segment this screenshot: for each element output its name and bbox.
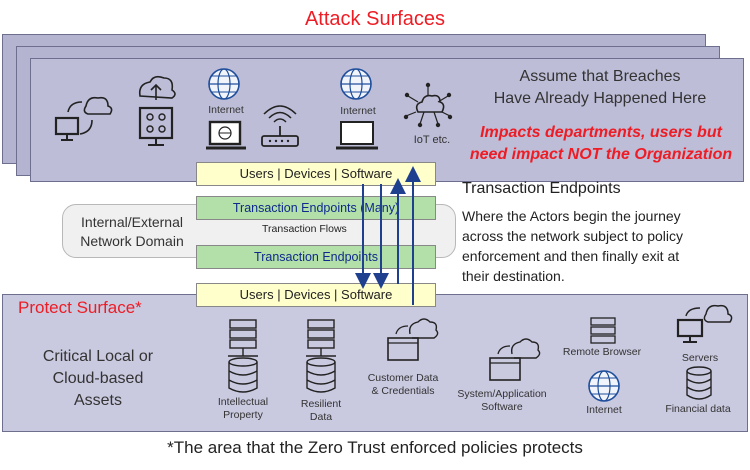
globe-icon bbox=[208, 68, 240, 100]
servers-label: Servers bbox=[681, 352, 719, 364]
resilient-line-1: Resilient bbox=[300, 398, 342, 410]
transaction-endpoints-bottom: Transaction Endpoints bbox=[196, 245, 436, 269]
server-database-icon bbox=[228, 319, 258, 393]
iot-label: IoT etc. bbox=[413, 134, 451, 146]
domain-line-1: Internal/External bbox=[81, 214, 183, 230]
ip-line-1: Intellectual bbox=[217, 396, 269, 408]
internet-label-1: Internet bbox=[208, 104, 244, 116]
laptop-globe-icon bbox=[206, 120, 246, 150]
transaction-endpoints-many: Transaction Endpoints (Many) bbox=[196, 196, 436, 220]
laptop-icon bbox=[336, 121, 378, 150]
internet-label-3: Internet bbox=[586, 404, 622, 416]
assume-line-2: Have Already Happened Here bbox=[493, 90, 707, 107]
server-database-icon-2 bbox=[306, 319, 336, 393]
impacts-line-2: need impact NOT the Organization bbox=[469, 146, 733, 163]
system-software-label: System/Application Software bbox=[448, 388, 556, 414]
te-desc-line-3: enforcement and then finally exit at bbox=[462, 248, 680, 264]
remote-browser-label: Remote Browser bbox=[562, 346, 642, 358]
wireless-router-icon bbox=[261, 105, 299, 147]
ip-line-2: Property bbox=[223, 409, 263, 421]
cloud-upload-screen-icon bbox=[138, 75, 176, 146]
te-desc-line-1: Where the Actors begin the journey bbox=[462, 208, 681, 224]
cloud-sync-monitor-icon bbox=[54, 96, 113, 141]
customer-line-2: & Credentials bbox=[371, 385, 435, 397]
transaction-flows-label: Transaction Flows bbox=[262, 223, 347, 235]
impacts-line-1: Impacts departments, users but bbox=[480, 124, 722, 141]
impacts-text: Impacts departments, users but need impa… bbox=[462, 122, 740, 166]
footnote: *The area that the Zero Trust enforced p… bbox=[167, 438, 583, 457]
critical-line-3: Assets bbox=[73, 392, 122, 409]
cloud-sync-window-icon bbox=[387, 318, 439, 361]
transaction-endpoints-description: Where the Actors begin the journey acros… bbox=[462, 206, 747, 286]
network-domain-label: Internal/External Network Domain bbox=[64, 213, 200, 251]
customer-line-1: Customer Data bbox=[367, 372, 439, 384]
transaction-endpoints-heading: Transaction Endpoints bbox=[462, 180, 621, 197]
resilient-line-2: Data bbox=[309, 411, 333, 423]
cloud-sync-monitor-icon-2 bbox=[676, 304, 733, 343]
critical-assets-text: Critical Local or Cloud-based Assets bbox=[20, 346, 176, 412]
iot-cloud-network-icon bbox=[403, 82, 453, 128]
users-devices-software-bottom: Users | Devices | Software bbox=[196, 283, 436, 307]
system-line-1: System/Application bbox=[457, 388, 547, 400]
intellectual-property-label: Intellectual Property bbox=[210, 396, 276, 422]
internet-label-2: Internet bbox=[340, 105, 376, 117]
database-icon bbox=[686, 366, 712, 400]
resilient-data-label: Resilient Data bbox=[292, 398, 350, 424]
server-rack-icon bbox=[590, 317, 616, 344]
globe-icon-3 bbox=[588, 370, 620, 402]
financial-data-label: Financial data bbox=[665, 403, 731, 415]
protect-surface-title: Protect Surface* bbox=[18, 298, 142, 317]
assume-breaches-text: Assume that Breaches Have Already Happen… bbox=[470, 66, 730, 110]
customer-data-label: Customer Data & Credentials bbox=[356, 372, 450, 398]
attack-surfaces-title: Attack Surfaces bbox=[304, 8, 446, 30]
system-line-2: Software bbox=[481, 401, 523, 413]
domain-line-2: Network Domain bbox=[80, 233, 184, 249]
assume-line-1: Assume that Breaches bbox=[519, 68, 681, 85]
te-desc-line-2: across the network subject to policy bbox=[462, 228, 683, 244]
critical-line-2: Cloud-based bbox=[52, 370, 144, 387]
cloud-sync-window-icon-2 bbox=[489, 338, 541, 381]
globe-icon-2 bbox=[340, 68, 372, 100]
te-desc-line-4: their destination. bbox=[462, 268, 565, 284]
critical-line-1: Critical Local or bbox=[42, 348, 154, 365]
users-devices-software-top: Users | Devices | Software bbox=[196, 162, 436, 186]
